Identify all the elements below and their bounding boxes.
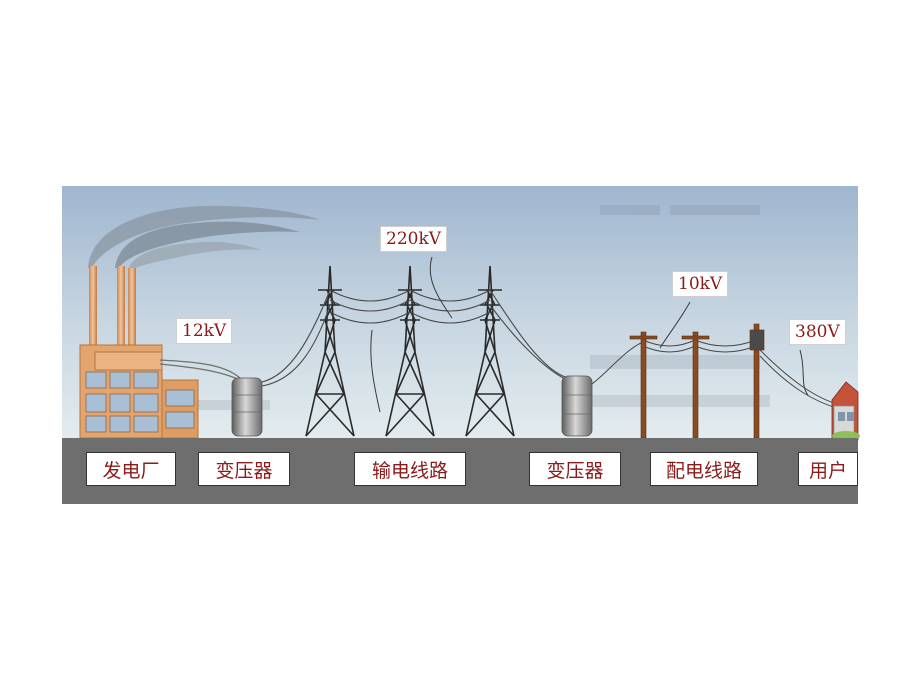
stage-label-power-plant: 发电厂 — [86, 452, 176, 486]
background-watermark — [170, 205, 770, 410]
power-plant-factory — [79, 344, 199, 439]
transformer-2-shape — [561, 375, 593, 437]
chimney-2 — [117, 266, 125, 346]
voltage-label-transmission: 220kV — [380, 226, 448, 252]
voltage-label-distribution: 10kV — [672, 271, 729, 297]
voltage-label-user: 380V — [789, 319, 846, 345]
transmission-tower-1 — [305, 265, 355, 437]
stage-label-transformer-2: 变压器 — [529, 452, 621, 486]
label-pointer-lines — [370, 256, 809, 413]
transformer-1-shape — [231, 377, 263, 437]
voltage-label-generator: 12kV — [176, 318, 233, 344]
stage-label-user: 用户 — [798, 452, 858, 486]
chimney-1 — [89, 266, 97, 346]
stage-label-transformer-1: 变压器 — [198, 452, 290, 486]
stage-label-distribution-line: 配电线路 — [650, 452, 758, 486]
chimney-3 — [128, 268, 136, 346]
stage-label-transmission-line: 输电线路 — [354, 452, 466, 486]
smoke-plumes — [88, 205, 320, 270]
